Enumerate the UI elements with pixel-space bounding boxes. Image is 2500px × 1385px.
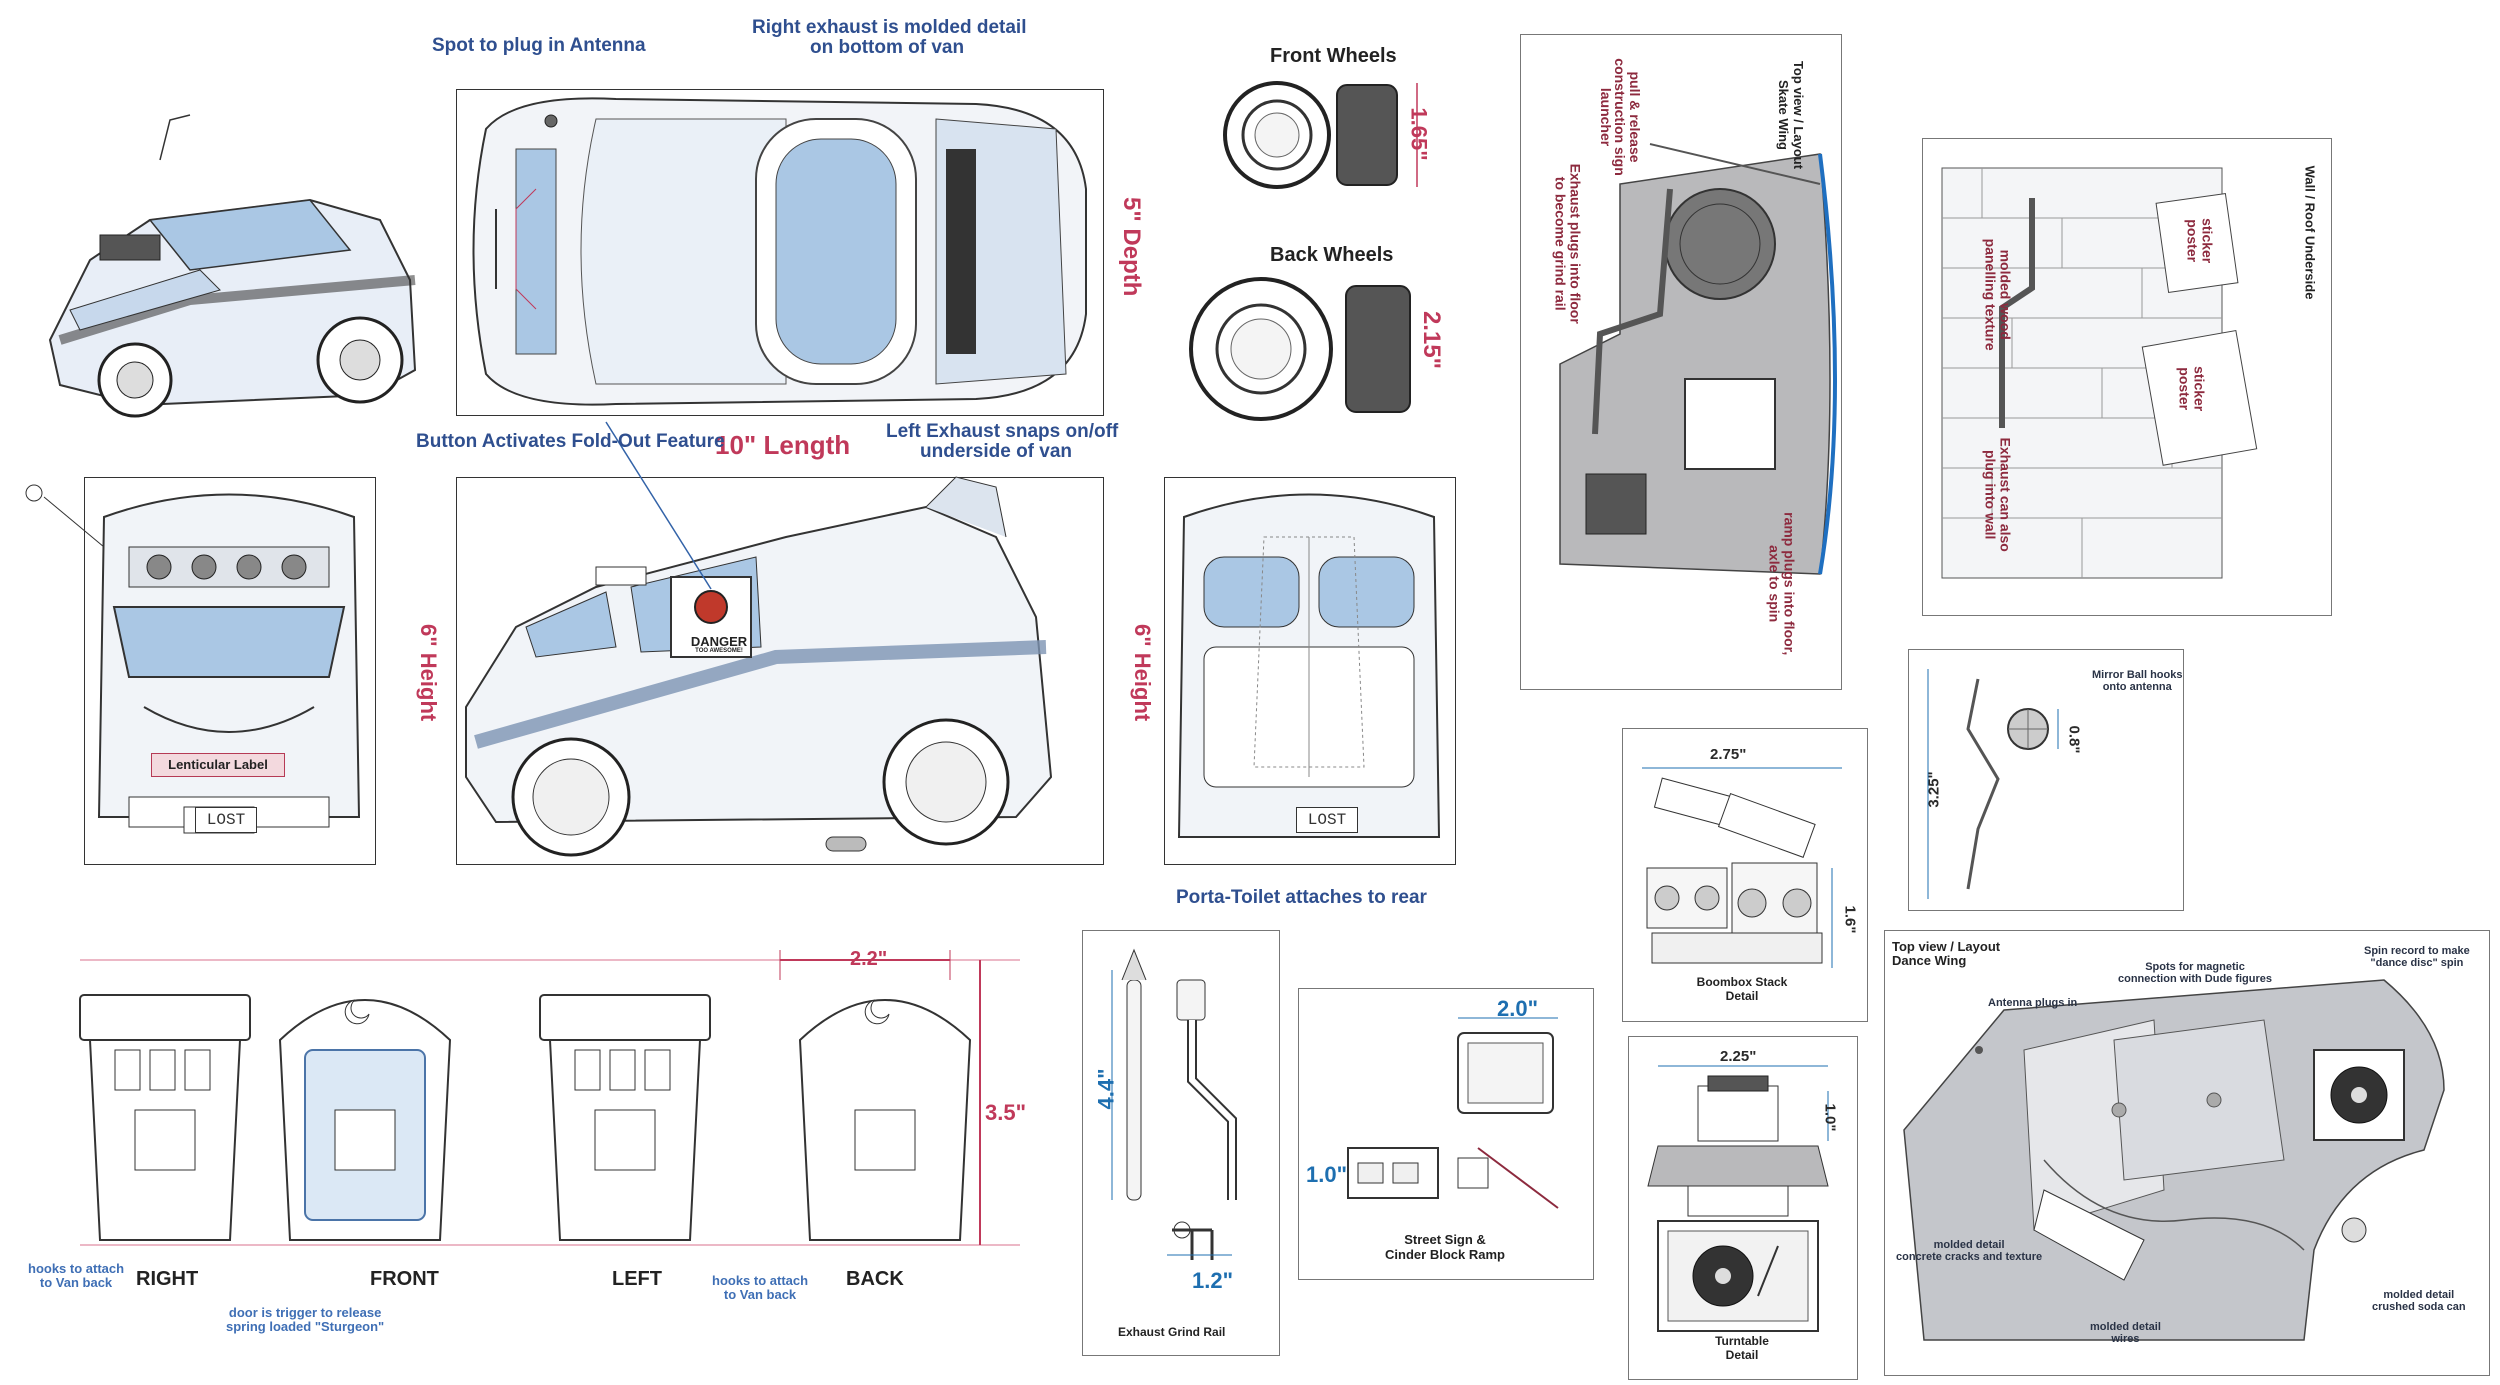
dimension-boombox-height: 1.6" [1841, 905, 1859, 934]
wall-title: Wall / Roof Underside [2302, 165, 2318, 300]
dimension-van-height-front: 6" Height [416, 624, 441, 722]
toilet-view-right: RIGHT [136, 1268, 199, 1290]
dimension-van-height-side: 6" Height [1130, 624, 1155, 722]
van-side-view-drawing [465, 421, 1053, 857]
dance-note-antenna: Antenna plugs in [1988, 997, 2078, 1009]
toilet-view-front: FRONT [370, 1268, 439, 1290]
wall-note-exhaust: Exhaust can also plug into wall [1983, 437, 2014, 552]
callout-porta-toilet: Porta-Toilet attaches to rear [1176, 887, 1427, 908]
callout-right-exhaust-line1: Right exhaust is molded detail [752, 17, 1027, 38]
skate-note-pull-release: pull & release construction sign launche… [1597, 58, 1644, 176]
grind-rail-caption: Exhaust Grind Rail [1118, 1325, 1226, 1339]
van-top-view-drawing [472, 97, 1087, 406]
dimension-grind-rail-width: 1.2" [1192, 1268, 1234, 1293]
mirror-ball-drawing [1927, 669, 2059, 899]
dance-note-wires: molded detail wires [2090, 1321, 2161, 1345]
skate-note-exhaust: Exhaust plugs into floor to become grind… [1553, 163, 1584, 324]
toilet-view-left: LEFT [612, 1268, 662, 1290]
back-wheels-drawing [1189, 277, 1411, 421]
dimension-mirror-ball: 0.8" [2065, 725, 2083, 754]
callout-right-exhaust-line2: on bottom of van [810, 37, 965, 58]
front-wheels-title: Front Wheels [1270, 45, 1397, 67]
dance-wing-title: Top view / Layout Dance Wing [1892, 939, 2001, 968]
porta-toilet-drawing [79, 950, 1020, 1246]
street-sign-caption: Street Sign & Cinder Block Ramp [1385, 1232, 1505, 1262]
toilet-note-door-trigger: door is trigger to release spring loaded… [226, 1305, 385, 1334]
dimension-van-depth: 5" Depth [1118, 197, 1145, 297]
dimension-toilet-width: 2.2" [850, 948, 888, 970]
callout-left-exhaust-line2: underside of van [920, 441, 1073, 462]
dimension-back-wheel: 2.15" [1418, 310, 1446, 370]
dance-note-soda-can: molded detail crushed soda can [2372, 1289, 2466, 1313]
danger-sign-text: DANGER TOO AWESOME! [690, 634, 748, 654]
license-plate-front: LOST [195, 807, 257, 833]
lenticular-label: Lenticular Label [151, 753, 285, 777]
toilet-note-hooks-left: hooks to attach to Van back [28, 1261, 125, 1290]
toilet-note-hooks-right: hooks to attach to Van back [712, 1273, 809, 1302]
wall-note-sticker-a: sticker poster [2185, 218, 2216, 264]
callout-fold-out-button: Button Activates Fold-Out Feature [416, 431, 725, 452]
toilet-view-back: BACK [846, 1268, 904, 1290]
wall-drawing [1941, 167, 2258, 579]
dimension-street-sign-width: 2.0" [1497, 996, 1539, 1021]
van-rear-view-drawing [1177, 493, 1441, 838]
back-wheels-title: Back Wheels [1270, 244, 1394, 266]
dimension-turntable-width: 2.25" [1720, 1048, 1757, 1065]
dimension-turntable-height: 1.0" [1821, 1103, 1839, 1132]
dance-note-concrete: molded detail concrete cracks and textur… [1896, 1239, 2043, 1263]
callout-antenna-spot: Spot to plug in Antenna [432, 35, 646, 56]
turntable-caption: Turntable Detail [1715, 1334, 1769, 1362]
grind-rail-drawing [1111, 948, 1237, 1260]
boombox-drawing [1642, 767, 1842, 968]
dimension-boombox-width: 2.75" [1710, 746, 1747, 763]
dance-note-magnetic-spots: Spots for magnetic connection with Dude … [2118, 961, 2273, 985]
mirror-ball-note: Mirror Ball hooks onto antenna [2092, 669, 2183, 693]
skate-wing-title: Top view / Layout Skate Wing [1776, 60, 1806, 170]
van-perspective-sketch [48, 114, 417, 418]
wall-note-sticker-b: sticker poster [2177, 366, 2208, 412]
dimension-street-sign-height: 1.0" [1306, 1162, 1348, 1187]
dance-note-spin-record: Spin record to make "dance disc" spin [2364, 945, 2470, 969]
license-plate-rear: LOST [1296, 807, 1358, 833]
front-wheels-drawing [1223, 81, 1418, 189]
skate-wing-drawing [1559, 143, 1837, 575]
mirror-ball-panel [1908, 649, 2184, 911]
street-sign-drawing [1347, 1017, 1559, 1209]
dimension-van-length: 10" Length [715, 430, 851, 460]
wall-note-wood-texture: molded wood panelling texture [1983, 238, 2014, 351]
dimension-grind-rail-height: 4.4" [1093, 1068, 1119, 1110]
van-front-view-drawing [25, 484, 361, 834]
dimension-mirror-height: 3.25" [1925, 771, 1943, 808]
dance-wing-drawing [1903, 979, 2445, 1341]
dimension-front-wheel: 1.65" [1406, 107, 1432, 161]
boombox-caption: Boombox Stack Detail [1696, 975, 1788, 1003]
turntable-drawing [1647, 1065, 1829, 1332]
dimension-toilet-height: 3.5" [985, 1100, 1027, 1125]
callout-left-exhaust-line1: Left Exhaust snaps on/off [886, 421, 1119, 442]
skate-note-ramp: ramp plugs into floor, axle to spin [1767, 512, 1798, 656]
